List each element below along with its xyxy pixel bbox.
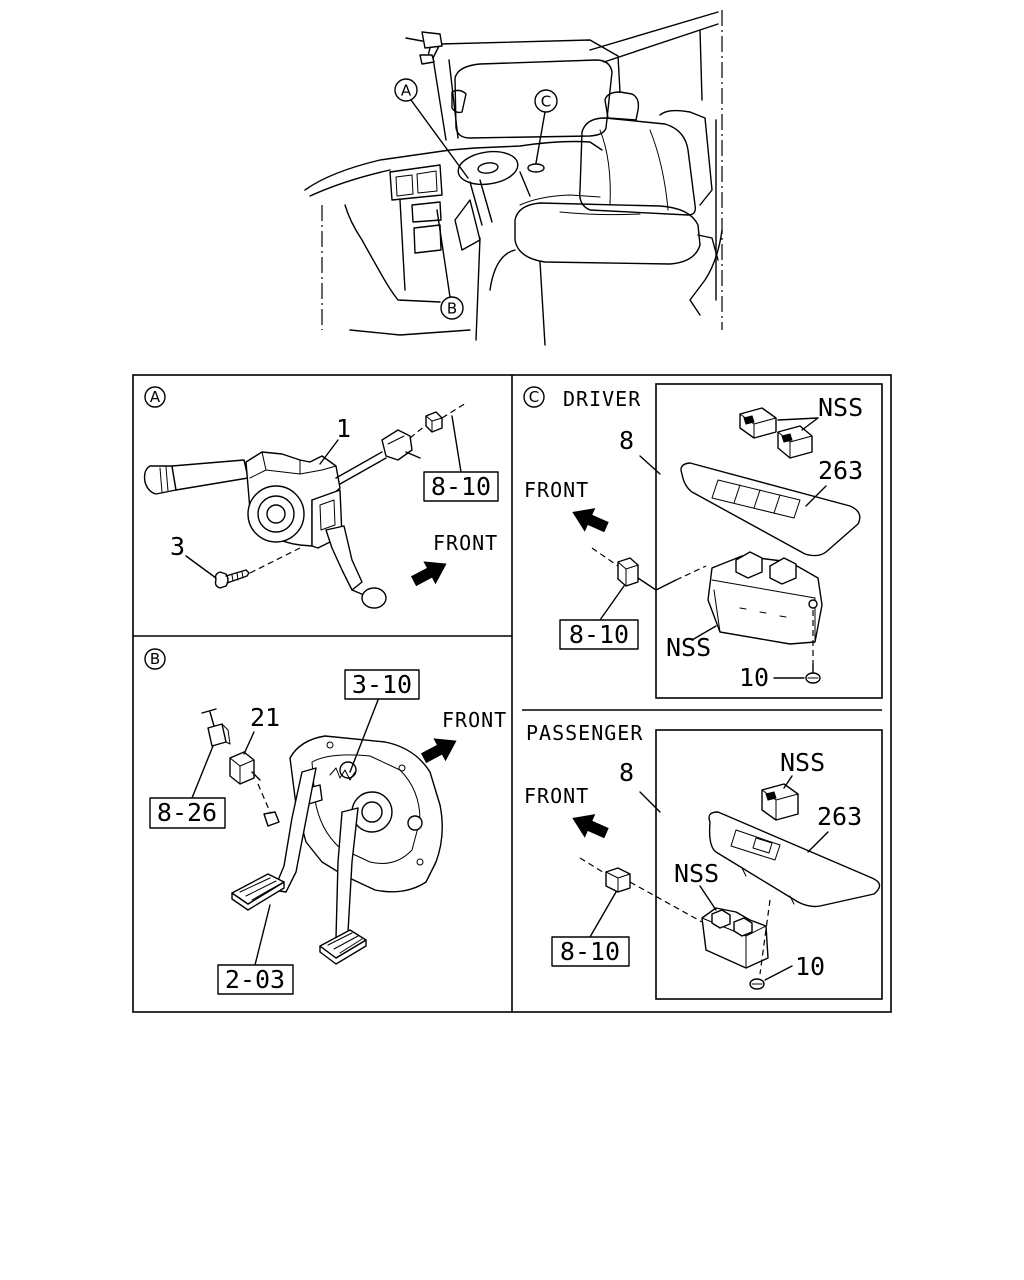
ref-box-8-10-a: 8-10	[423, 471, 499, 502]
connector-8-10-a	[409, 402, 467, 439]
overview-callout-c: C	[534, 89, 558, 113]
combination-switch-part-1	[143, 429, 421, 609]
driver-bezel-part-263	[680, 462, 861, 557]
front-label-b: FRONT	[442, 708, 507, 732]
overview-callout-a-label: A	[401, 82, 412, 100]
passenger-part-10-label: 10	[795, 952, 825, 981]
driver-part-263-label: 263	[818, 456, 863, 485]
panel-b-callout: B	[144, 648, 166, 670]
ref-box-2-03: 2-03	[217, 964, 294, 995]
driver-switch-nss-label: NSS	[666, 633, 711, 662]
ref-8-26-label: 8-26	[157, 798, 217, 827]
detail-frame	[132, 374, 892, 1013]
passenger-switch-nss-label: NSS	[674, 859, 719, 888]
front-arrow-b	[420, 738, 457, 764]
passenger-knob-nss-label: NSS	[780, 748, 825, 777]
front-label-driver: FRONT	[524, 478, 589, 502]
front-label-a: FRONT	[433, 531, 498, 555]
ref-box-8-26: 8-26	[149, 797, 226, 829]
driver-screw-part-10	[805, 610, 821, 684]
driver-window-switch-body	[707, 551, 823, 645]
ref-2-03-label: 2-03	[225, 965, 285, 994]
screw-part-3	[214, 547, 301, 589]
panel-b-pedal-assembly: B	[144, 648, 507, 995]
cab-interior-overview: A C B	[304, 10, 723, 346]
driver-ref-box-8-10: 8-10	[559, 619, 639, 650]
panel-b-callout-label: B	[150, 650, 160, 668]
passenger-screw-part-10	[749, 899, 771, 990]
front-label-passenger: FRONT	[524, 784, 589, 808]
passenger-switch-knob	[761, 783, 799, 821]
passenger-ref-box-8-10: 8-10	[551, 936, 630, 967]
panel-c-callout: C	[523, 386, 545, 408]
passenger-part-263-label: 263	[817, 802, 862, 831]
part-number-1: 1	[336, 414, 351, 443]
panel-a-callout-label: A	[150, 388, 161, 406]
ref-3-10-label: 3-10	[352, 670, 412, 699]
overview-callout-a: A	[394, 78, 418, 102]
passenger-window-switch-body	[701, 907, 769, 969]
passenger-connector-8-10	[579, 857, 703, 923]
clutch-pedal	[231, 767, 317, 911]
connector-8-26	[201, 708, 231, 747]
driver-part-10-label: 10	[739, 663, 769, 692]
panel-c-passenger-window-switch: PASSENGER NSS 263 8 NSS FRONT	[522, 709, 883, 1000]
panel-c-driver-window-switch: C DRIVER NSS 263 8	[523, 383, 883, 699]
part-number-3: 3	[170, 532, 185, 561]
front-arrow-passenger	[572, 814, 609, 839]
passenger-inner-box	[655, 729, 883, 1000]
front-arrow-driver	[572, 508, 609, 533]
passenger-bezel-part-263	[708, 811, 881, 908]
part-number-21: 21	[250, 703, 280, 732]
driver-ref-8-10-label: 8-10	[569, 620, 629, 649]
driver-title: DRIVER	[563, 387, 641, 411]
driver-part-8-label: 8	[619, 426, 634, 455]
overview-callout-b: B	[440, 296, 464, 320]
overview-callout-b-label: B	[447, 300, 457, 318]
brake-pedal	[319, 807, 367, 965]
stop-light-switch-part-21	[229, 751, 280, 827]
driver-knob-nss-label: NSS	[818, 393, 863, 422]
driver-switch-knobs	[739, 407, 813, 459]
passenger-ref-8-10-label: 8-10	[560, 937, 620, 966]
passenger-title: PASSENGER	[526, 721, 643, 745]
passenger-part-8-label: 8	[619, 758, 634, 787]
pedal-bracket	[289, 735, 443, 893]
panel-a-callout: A	[144, 386, 166, 408]
driver-inner-box	[655, 383, 883, 699]
front-arrow-a	[410, 561, 447, 587]
driver-connector-8-10	[591, 547, 707, 591]
panel-a-combination-switch: A	[143, 386, 499, 609]
ref-box-3-10: 3-10	[344, 669, 420, 700]
ref-8-10-a-label: 8-10	[431, 472, 491, 501]
overview-callout-c-label: C	[541, 93, 551, 111]
panel-c-callout-label: C	[529, 388, 539, 406]
